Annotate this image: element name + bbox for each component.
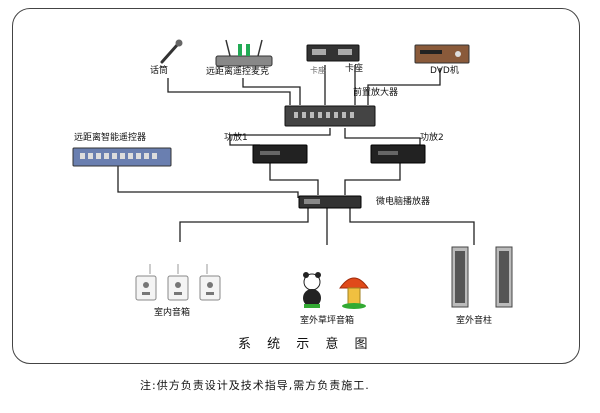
amplifier-2-icon xyxy=(370,144,426,164)
label-outdoor-columns: 室外音柱 xyxy=(456,316,493,326)
label-amp-2: 功放2 xyxy=(420,133,444,143)
dvd-player-icon xyxy=(414,44,470,64)
lawn-speakers-icon xyxy=(303,272,369,309)
micro-player-icon xyxy=(298,195,362,209)
label-remote-controller: 远距离智能遥控器 xyxy=(74,133,147,143)
microphone-icon xyxy=(160,39,183,64)
label-remote-mic: 远距离遥控麦克 xyxy=(206,67,270,77)
footer-note: 注:供方负责设计及技术指导,需方负责施工. xyxy=(140,379,370,392)
label-tape-deck: 卡座 xyxy=(345,64,364,74)
label-dvd: DVD机 xyxy=(430,66,459,76)
label-preamp: 前置放大器 xyxy=(353,88,399,98)
diagram-frame xyxy=(12,8,580,364)
label-tape-deck-top: 卡座 xyxy=(310,66,326,75)
remote-controller-icon xyxy=(72,147,172,167)
label-indoor-speakers: 室内音箱 xyxy=(154,308,191,318)
label-lawn-speakers: 室外草坪音箱 xyxy=(300,316,355,326)
wireless-mic-set-icon xyxy=(215,39,273,67)
amplifier-1-icon xyxy=(252,144,308,164)
tape-deck-icon xyxy=(306,44,360,62)
diagram-title: 系 统 示 意 图 xyxy=(238,337,374,352)
label-microphone: 话筒 xyxy=(150,66,169,76)
label-amp-1: 功放1 xyxy=(224,133,248,143)
indoor-speakers-icon xyxy=(135,275,221,301)
preamp-icon xyxy=(284,105,376,127)
outdoor-column-speakers-icon xyxy=(451,246,513,308)
label-micro-player: 微电脑播放器 xyxy=(376,197,431,207)
